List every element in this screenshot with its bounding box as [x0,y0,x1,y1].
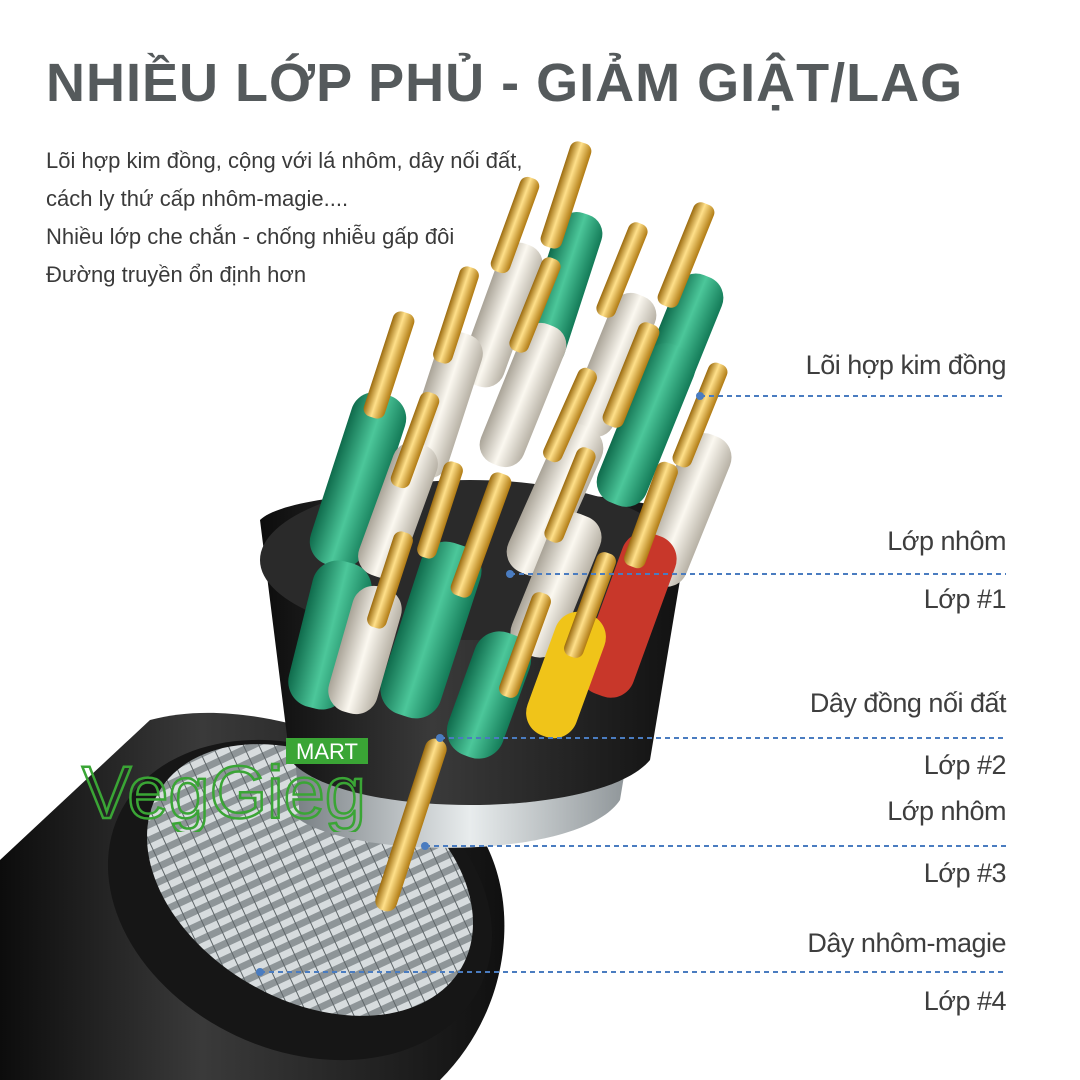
label-core: Lõi hợp kim đồng [805,350,1007,380]
brand-logo: MART VegGieg [81,738,368,832]
logo-badge: MART [296,739,358,764]
description-line: cách ly thứ cấp nhôm-magie.... [46,186,349,211]
description: Lõi hợp kim đồng, cộng với lá nhôm, dây … [46,142,522,294]
description-line: Nhiều lớp che chắn - chống nhiễu gấp đôi [46,224,455,249]
description-line: Lõi hợp kim đồng, cộng với lá nhôm, dây … [46,148,523,173]
label-layer4-name: Dây nhôm-magie [807,928,1006,958]
label-layer1-num: Lớp #1 [923,584,1007,614]
label-layer3-name: Lớp nhôm [887,796,1006,826]
label-layer4-num: Lớp #4 [923,986,1007,1016]
page-title: NHIỀU LỚP PHỦ - GIẢM GIẬT/LAG [46,53,964,113]
label-layer3-num: Lớp #3 [923,858,1007,888]
conductor-bundle [288,141,732,912]
leader-lines [260,395,1006,973]
label-layer2-num: Lớp #2 [923,750,1007,780]
description-line: Đường truyền ổn định hơn [46,262,307,287]
label-layer2-name: Dây đồng nối đất [809,688,1007,718]
logo-brand: VegGieg [82,751,366,832]
label-layer1-name: Lớp nhôm [887,526,1006,556]
